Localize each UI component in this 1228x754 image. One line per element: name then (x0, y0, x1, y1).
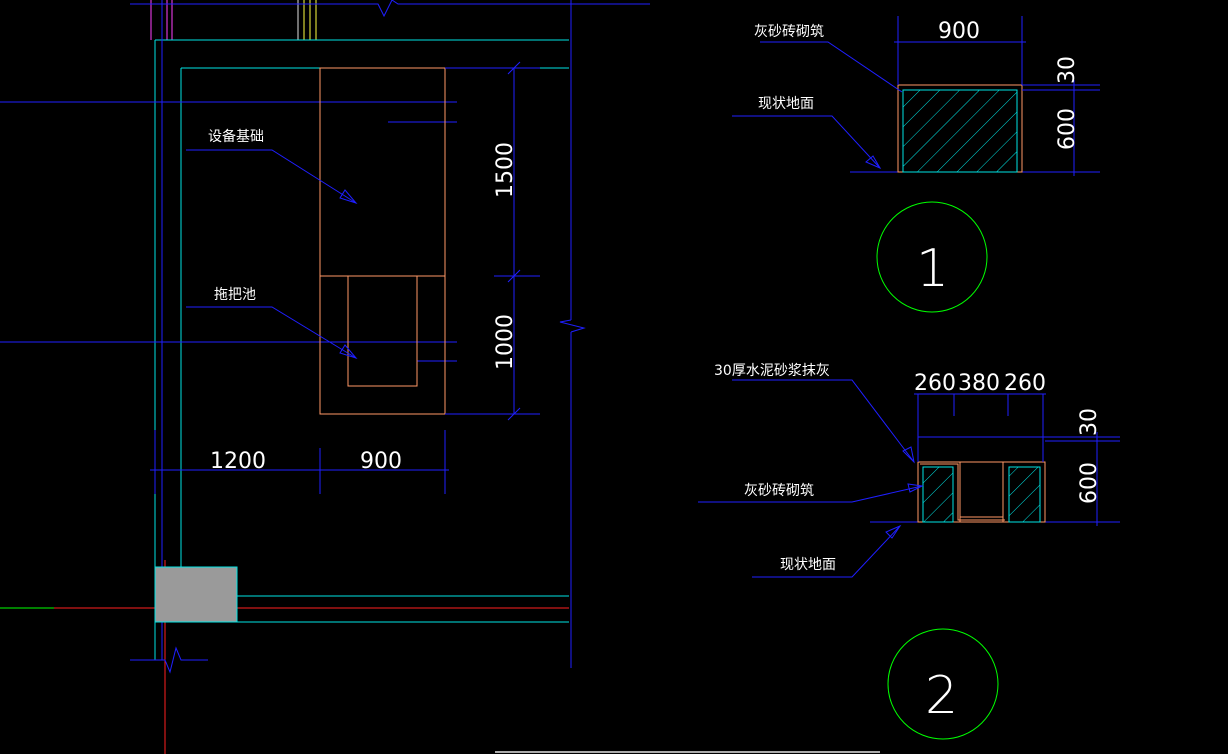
detail2-brick-left (922, 466, 954, 523)
detail-1: 灰砂砖砌筑 现状地面 900 30 600 1 (732, 16, 1100, 313)
detail1-dim-900: 900 (938, 19, 980, 44)
detail2-label-brick: 灰砂砖砌筑 (744, 483, 814, 499)
detail1-number: 1 (916, 239, 949, 299)
detail2-label-plaster: 30厚水泥砂浆抹灰 (714, 363, 830, 379)
equipment-foundation-outline (319, 67, 446, 277)
detail2-dim-380: 380 (958, 371, 1000, 396)
detail2-dim-600: 600 (1077, 462, 1102, 504)
mop-pool-outer (319, 275, 446, 415)
detail1-dim-600: 600 (1055, 108, 1080, 150)
label-mop-pool: 拖把池 (214, 287, 256, 303)
detail1-dim-30: 30 (1055, 56, 1080, 84)
detail2-dim-260-right: 260 (1004, 371, 1046, 396)
detail1-label-brick: 灰砂砖砌筑 (754, 24, 824, 40)
column-block (154, 566, 238, 623)
detail-2: 30厚水泥砂浆抹灰 灰砂砖砌筑 现状地面 260 380 260 30 600 … (698, 363, 1120, 740)
plan-view: 设备基础 拖把池 1200 900 1500 1000 (0, 0, 650, 754)
detail2-brick-right (1008, 466, 1041, 523)
label-equipment-foundation: 设备基础 (208, 128, 264, 145)
detail1-label-ground: 现状地面 (758, 96, 814, 112)
detail2-dim-30: 30 (1077, 408, 1102, 436)
mop-pool-inner (347, 275, 418, 387)
dim-plan-1000: 1000 (493, 314, 518, 370)
detail2-number-circle (887, 628, 999, 740)
dim-plan-1200: 1200 (210, 449, 266, 474)
detail1-number-circle (876, 201, 988, 313)
detail2-number: 2 (925, 666, 958, 726)
dim-plan-900: 900 (360, 449, 402, 474)
detail2-dim-260-left: 260 (914, 371, 956, 396)
dim-plan-1500: 1500 (493, 142, 518, 198)
detail2-label-ground: 现状地面 (780, 557, 836, 573)
detail2-plaster-outline (917, 461, 1046, 523)
detail1-brick (902, 89, 1018, 173)
